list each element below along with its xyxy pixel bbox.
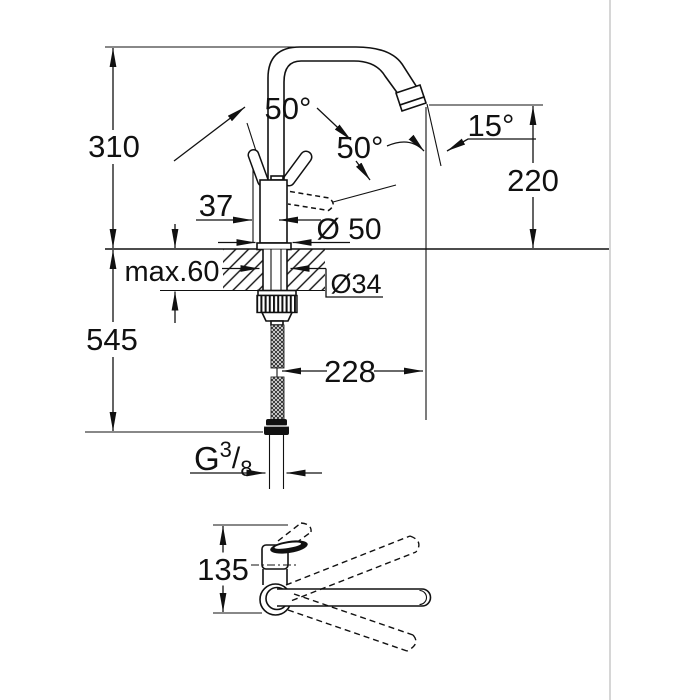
side-view: 310 545 max.60 37 Ø 50 Ø34 220 15° 50° 5… <box>85 46 609 489</box>
ghost-lever-line-1 <box>277 522 302 542</box>
dim-50b-arc <box>386 134 425 152</box>
hose-braid-upper <box>270 324 285 369</box>
swivel-up-cap <box>409 535 420 553</box>
dim-310-label: 310 <box>88 129 140 164</box>
body-and-mounting <box>256 175 298 489</box>
bv-spout-endcap <box>419 589 428 606</box>
mounting-nut-knurl <box>256 294 298 314</box>
shank-mask <box>263 249 287 290</box>
dim-15deg-label: 15° <box>468 108 515 143</box>
handle-dashed-position <box>287 190 334 212</box>
dim-g38-label: G3/8 <box>194 437 253 481</box>
bv-spout-solid <box>277 588 432 607</box>
thread-numerator: 3 <box>220 437 232 462</box>
handle-left-fill <box>249 150 268 186</box>
dim-50a-right-arrow <box>316 107 352 141</box>
dim-50a-left-arrow <box>173 106 246 162</box>
nut-taper <box>260 311 294 322</box>
dim-135-label: 135 <box>197 552 249 587</box>
bv-lever-pad <box>270 540 308 554</box>
spout-tip <box>398 95 428 113</box>
bottom-view: 135 <box>197 522 432 652</box>
swivel-down-edge-2 <box>287 609 408 652</box>
outlet-axis-15deg <box>426 103 442 167</box>
hatch-left <box>223 249 263 291</box>
ghost-lever-cap <box>300 522 312 533</box>
thread-g: G <box>194 440 220 477</box>
dim-50b-arrow <box>355 160 371 181</box>
dim-dia34-leader <box>325 268 383 298</box>
dim-545-label: 545 <box>86 322 138 357</box>
hatch-right <box>287 249 325 291</box>
handle-positions <box>247 149 334 212</box>
dim-dia50-label: Ø 50 <box>316 213 381 246</box>
swivel-down-cap <box>406 634 417 652</box>
lever-extension-line <box>332 184 397 203</box>
bv-spout-swivel-down <box>287 593 417 652</box>
swivel-down-edge-1 <box>293 593 414 636</box>
dim-37-label: 37 <box>199 188 233 223</box>
side-view-labels: 310 545 max.60 37 Ø 50 Ø34 220 15° 50° 5… <box>86 91 559 481</box>
swivel-up-edge-1 <box>285 535 411 586</box>
handle-right-fill <box>284 152 311 185</box>
dim-50deg-label-1: 50° <box>265 91 312 126</box>
hose-fitting-top <box>266 419 287 426</box>
lever-pad-highlight <box>274 542 302 549</box>
thread-slash: / <box>232 442 241 475</box>
nut-stub <box>270 320 284 326</box>
lever-construction-line <box>246 122 257 152</box>
swivel-up-edge-2 <box>291 551 417 602</box>
hose-braid-lower <box>270 376 285 421</box>
dim-50deg-label-2: 50° <box>337 130 384 165</box>
extension-lines <box>85 46 543 433</box>
thread-denominator: 8 <box>240 456 252 481</box>
dim-15deg-leader <box>446 138 536 152</box>
spout <box>267 46 428 183</box>
bv-spout-swivel-up <box>285 535 420 602</box>
dim-228-label: 228 <box>324 354 376 389</box>
dim-dia34-label: Ø34 <box>330 269 381 299</box>
dim-220-label: 220 <box>507 163 559 198</box>
base-flange <box>256 242 292 251</box>
dimension-lines <box>109 48 537 477</box>
hose-fitting-bottom <box>264 426 289 435</box>
faucet-body <box>259 179 288 244</box>
nut-flange <box>257 289 297 297</box>
dim-max60-label: max.60 <box>124 256 219 288</box>
